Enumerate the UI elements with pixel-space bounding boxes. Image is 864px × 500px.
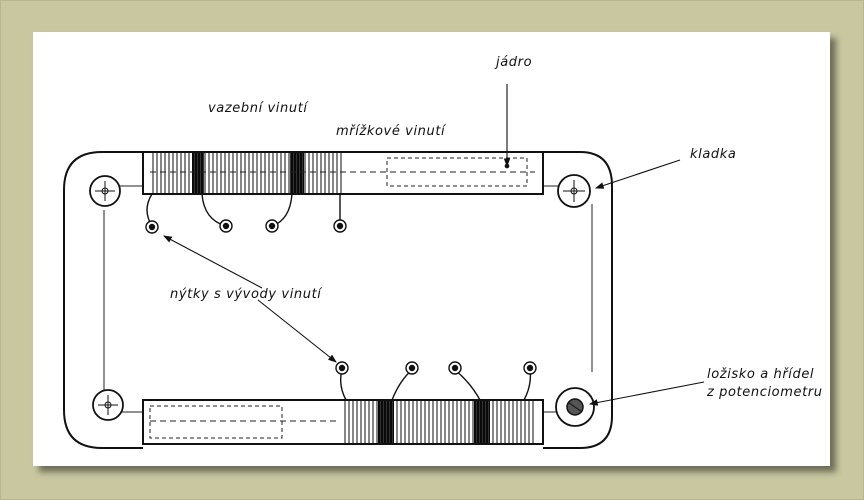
top-coil: [142, 151, 544, 195]
frame-outline: [63, 151, 613, 449]
pulley-bottom-left: [92, 389, 124, 421]
core-top: [386, 157, 528, 187]
label-terminal-rivets: nýtky s vývody vinutí: [170, 287, 323, 302]
top-rivets: [145, 193, 347, 234]
leader-lines: [163, 84, 705, 406]
label-bearing-line1: ložisko a hřídel: [707, 367, 814, 382]
label-bearing-line2: z potenciometru: [706, 385, 823, 400]
label-core: jádro: [494, 55, 532, 70]
label-coupling-winding: vazební vinutí: [208, 101, 309, 116]
pulley-top-left: [89, 175, 121, 207]
bottom-coil: [142, 399, 544, 445]
bearing-and-shaft: [555, 387, 595, 427]
pulley-top-right: [557, 174, 591, 208]
leader-rivets-top: [163, 235, 263, 289]
label-grid-winding: mřížkové vinutí: [336, 124, 447, 139]
core-bottom: [149, 405, 283, 439]
bottom-rivets: [335, 361, 537, 401]
leader-rivets-bottom: [257, 299, 337, 363]
leader-pulley: [594, 159, 681, 189]
label-pulley: kladka: [690, 147, 736, 162]
leader-bearing: [588, 381, 705, 406]
drawing-sheet: [33, 32, 830, 466]
